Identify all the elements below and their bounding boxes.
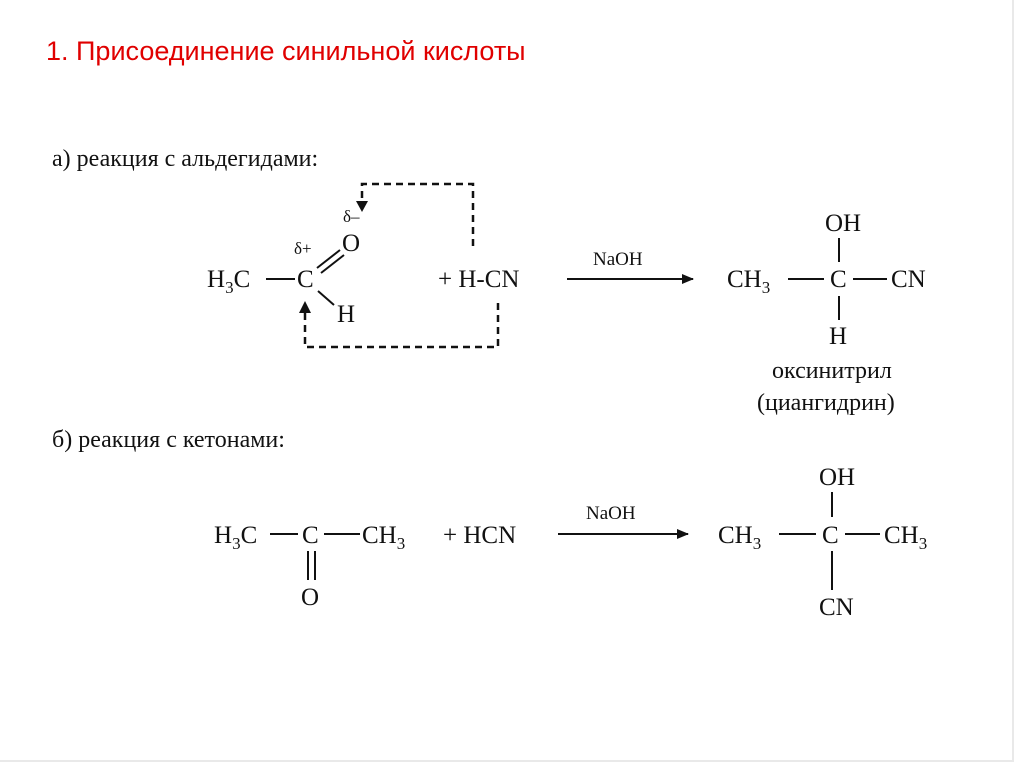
dashed-arrow-to-carbon: [303, 303, 500, 349]
delta-plus-label: δ+: [294, 239, 312, 258]
h3c-group: H3C: [214, 522, 257, 553]
oh-group: OH: [825, 210, 861, 237]
product-name: оксинитрил: [772, 358, 892, 384]
cn-group: CN: [891, 266, 926, 293]
dashed-arrowhead-oxygen: [356, 201, 368, 212]
section-heading-ketones: б) реакция с кетонами:: [52, 427, 285, 453]
section-heading-aldehydes: а) реакция с альдегидами:: [52, 146, 318, 172]
ketone-product: OH CH3 C CH3 CN: [718, 464, 927, 621]
reagent-hcn: + HCN: [443, 522, 516, 549]
bond-c-h: [317, 290, 335, 306]
oxygen-atom: O: [301, 584, 319, 611]
ch3-group: CH3: [362, 522, 405, 553]
carbonyl-carbon: C: [302, 522, 319, 549]
aldehyde-reactant: H3C C δ+ O δ– H: [207, 207, 360, 328]
catalyst-label: NaOH: [593, 249, 643, 270]
ch3-group: CH3: [727, 266, 770, 297]
aldehyde-product: OH CH3 C CN H: [727, 210, 926, 350]
ketone-reactant: H3C C CH3 O: [214, 522, 405, 611]
central-carbon: C: [830, 266, 847, 293]
h-atom: H: [829, 323, 847, 350]
product-synonym: (циангидрин): [757, 390, 895, 416]
central-carbon: C: [822, 522, 839, 549]
carbonyl-carbon: C: [297, 266, 314, 293]
bond-c-o-2: [320, 254, 345, 274]
h3c-group: H3C: [207, 266, 250, 297]
slide-title: 1. Присоединение синильной кислоты: [46, 36, 526, 66]
oh-group: OH: [819, 464, 855, 491]
catalyst-label: NaOH: [586, 503, 636, 524]
ch3-group-right: CH3: [884, 522, 927, 553]
oxygen-atom: O: [342, 230, 360, 257]
reagent-hcn: + H-CN: [438, 266, 519, 293]
hydrogen-atom: H: [337, 301, 355, 328]
delta-minus-label: δ–: [343, 207, 360, 226]
dashed-arrowhead-carbon: [299, 301, 311, 313]
bond-c-o-1: [316, 249, 341, 269]
dashed-arrow-to-oxygen: [360, 182, 475, 246]
cn-group: CN: [819, 594, 854, 621]
ch3-group-left: CH3: [718, 522, 761, 553]
